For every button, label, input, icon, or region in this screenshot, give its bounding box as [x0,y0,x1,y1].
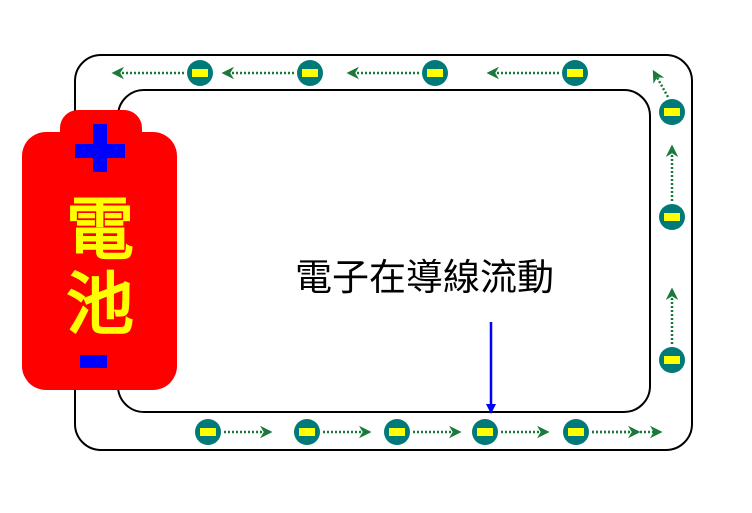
electrons [111,60,685,445]
minus-terminal-icon [80,355,107,368]
electron-sign [427,69,443,77]
electron-sign [299,428,315,436]
electron-sign [192,69,208,77]
electron-sign [664,356,680,364]
electron-sign [389,428,405,436]
electron-sign [477,428,493,436]
flow-arrow [652,69,670,98]
battery: 電 池 [22,110,177,390]
electron-sign [664,213,680,221]
battery-label-2: 池 [66,265,134,345]
battery-label-1: 電 [66,190,134,270]
electron-sign [664,108,680,116]
electron-sign [567,69,583,77]
caption: 電子在導線流動 [295,256,554,299]
electron-sign [568,428,584,436]
electron-sign [200,428,216,436]
inner-wire [117,89,651,413]
electron-sign [302,69,318,77]
plus-terminal-icon [75,124,125,172]
